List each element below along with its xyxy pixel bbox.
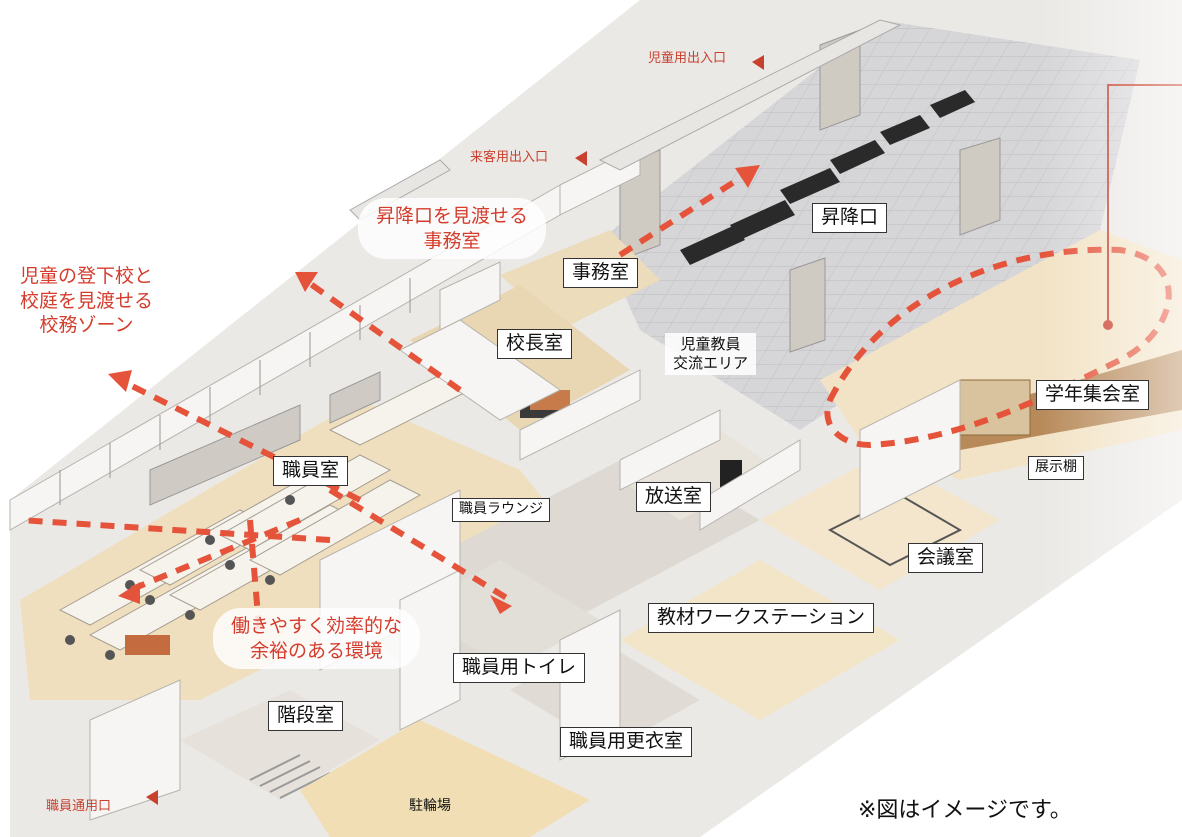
- room-label-meeting: 会議室: [908, 543, 984, 573]
- arrowheads: [108, 165, 760, 614]
- room-label-staff-lounge: 職員ラウンジ: [452, 498, 550, 522]
- callout-work-environment: 働きやすく効率的な 余裕のある環境: [213, 608, 421, 670]
- staff-lockers: [149, 371, 381, 506]
- image-disclaimer: ※図はイメージです。: [858, 798, 1072, 823]
- room-label-principal: 校長室: [497, 329, 573, 359]
- room-label-admin-office: 事務室: [563, 258, 639, 288]
- room-label-staff-toilet: 職員用トイレ: [453, 653, 586, 683]
- display-shelf: [959, 379, 1031, 436]
- room-label-assembly-hall: 学年集会室: [1036, 380, 1150, 410]
- walls: [9, 144, 961, 821]
- room-label-staircase: 階段室: [268, 701, 344, 731]
- jido-entrance-marker: [752, 55, 764, 70]
- room-label-changing-room: 職員用更衣室: [560, 727, 693, 757]
- label-student-entrance: 児童用出入口: [648, 51, 727, 66]
- callout-admin-zone: 児童の登下校と 校庭を見渡せる 校務ゾーン: [20, 265, 154, 337]
- meeting-room-floor: [760, 455, 1000, 590]
- room-label-entrance-hall: 昇降口: [812, 203, 888, 233]
- label-visitor-entrance: 来客用出入口: [470, 150, 549, 165]
- room-label-exchange-area: 児童教員 交流エリア: [665, 333, 757, 375]
- staff-desks: [58, 374, 472, 651]
- raikyaku-entrance-marker: [575, 151, 587, 166]
- shokuin-entrance-marker: [146, 790, 158, 805]
- room-label-workstation: 教材ワークステーション: [648, 603, 875, 633]
- room-label-display-shelf: 展示棚: [1028, 456, 1084, 480]
- callout-admin-view: 昇降口を見渡せる 事務室: [358, 198, 547, 260]
- room-label-staff-room: 職員室: [273, 456, 349, 486]
- room-label-broadcast: 放送室: [636, 482, 712, 512]
- bicycle-parking: [300, 720, 590, 837]
- room-label-bicycle-parking: 駐輪場: [409, 798, 451, 814]
- windows: [59, 278, 411, 505]
- shoe-racks: [680, 90, 975, 265]
- workstation-floor: [620, 560, 900, 720]
- label-staff-entrance: 職員通用口: [46, 799, 112, 814]
